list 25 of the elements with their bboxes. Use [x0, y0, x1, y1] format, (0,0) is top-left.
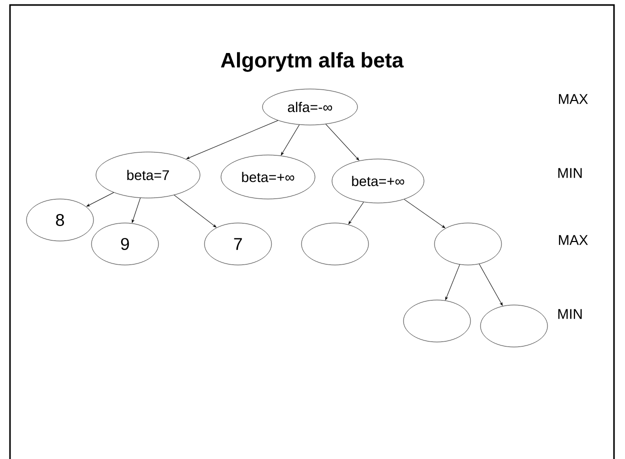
tree-node: 8 [26, 198, 94, 242]
tree-node: beta=+∞ [220, 154, 316, 200]
level-label: MAX [558, 235, 588, 245]
arrow [478, 264, 503, 306]
tree-node [403, 300, 471, 342]
level-label: MAX [558, 94, 588, 104]
arrow [174, 194, 216, 228]
tree-node [434, 222, 502, 266]
tree-node [301, 222, 369, 266]
arrow [348, 202, 364, 224]
tree-node: beta=7 [96, 152, 200, 198]
title: Algorytm alfa beta [220, 52, 404, 72]
arrow [280, 124, 300, 156]
level-label: MIN [558, 168, 582, 178]
arrow [445, 264, 460, 300]
tree-node: alfa=-∞ [262, 88, 358, 126]
arrow [132, 198, 141, 223]
arrow [326, 124, 360, 160]
tree-node: 7 [204, 222, 272, 266]
arrow [186, 120, 278, 160]
tree-node [480, 304, 548, 348]
arrow [404, 199, 446, 228]
tree-node: 9 [91, 222, 159, 266]
tree-node: beta=+∞ [332, 158, 424, 204]
arrow [86, 192, 114, 207]
